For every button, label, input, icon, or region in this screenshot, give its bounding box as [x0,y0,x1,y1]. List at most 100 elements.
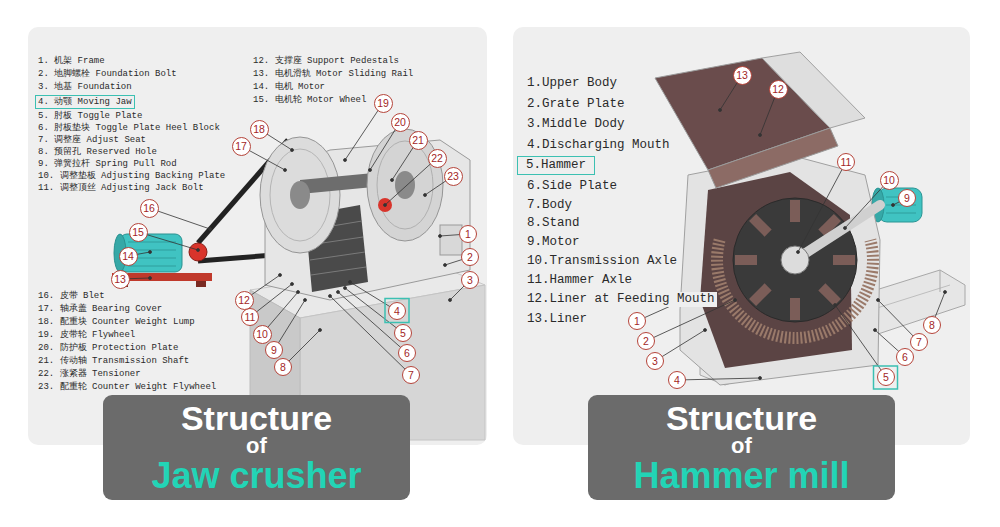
callout-circle: 12 [235,291,254,310]
flywheel [377,141,433,229]
callout-number: 10 [883,175,895,186]
part-list-item: 16. 皮带 Blet [38,291,105,301]
leader-line [444,264,447,267]
callout-circle: 1 [628,312,646,330]
motor [886,213,916,214]
callout-number: 12 [238,295,250,306]
title-plate: StructureofHammer mill [588,395,895,500]
hopper [655,52,865,188]
part-list-item: 10.Transmission Axle [525,254,679,269]
stand-frame [940,270,941,292]
callout-number: 5 [883,372,889,383]
highlight-box: 4. 动颚 Moving Jaw [35,95,135,109]
leader-line [329,295,332,298]
rotor [818,283,841,306]
rotor [733,198,880,322]
callout-circle: 20 [391,113,410,132]
callout-number: 15 [132,227,144,238]
hopper [762,52,865,128]
callout-number: 17 [235,141,247,152]
leader-line [384,204,387,207]
title-text: Jaw crusher [151,458,361,495]
part-list-item: 11. 调整顶丝 Adjusting Jack Bolt [38,183,204,193]
motor-wheel [189,243,207,261]
panel-background [513,27,970,445]
callout-number: 2 [467,252,473,263]
flywheel [270,149,330,241]
part-list-item: 13. 电机滑轨 Motor Sliding Rail [253,69,413,79]
callout-number: 13 [114,274,126,285]
part-list-item: 12.Liner at Feeding Mouth [525,292,717,307]
title-text: Hammer mill [633,458,849,495]
part-list-item: 19. 皮带轮 Flywheel [38,330,135,340]
callout-circle: 13 [733,66,752,85]
rotor [735,255,757,265]
leader-line [344,159,347,162]
callout-number: 1 [465,229,471,240]
rotor [749,214,772,237]
callout-circle: 11 [837,153,855,171]
hopper [708,128,838,188]
callout-number: 1 [634,316,640,327]
callout-number: 11 [245,312,256,323]
callout-circle: 21 [409,131,428,150]
callout-number: 3 [467,275,473,286]
panel-background [28,27,487,445]
leader-line [844,227,847,230]
motor [128,266,176,267]
callout-circle: 9 [265,341,283,359]
callout-number: 5 [400,328,406,339]
leader-line [797,251,800,254]
part-list-item: 8.Stand [525,216,582,231]
leader-line [759,377,762,380]
leader-line [284,169,287,172]
part-list-item: 6. 肘板垫块 Toggle Plate Heel Block [38,123,220,133]
part-list-item: 17. 轴承盖 Bearing Cover [38,304,162,314]
flywheel [395,171,415,199]
part-list-item: 3. 地基 Foundation [38,82,132,92]
callout-circle: 2 [461,248,479,266]
callout-circle: 6 [896,348,914,366]
flywheel [260,129,443,253]
part-list-item: 15. 电机轮 Motor Wheel [253,95,366,105]
panel-background [28,27,970,445]
leader-line [344,287,347,290]
part-list-item: 18. 配重块 Counter Weight Lump [38,317,195,327]
callout-circle: 7 [910,333,928,351]
part-list-item: 8. 预留孔 Reserved Hole [38,147,157,157]
callout-circle: 18 [250,120,269,139]
callout-number: 9 [904,193,910,204]
leader-line [337,291,340,294]
callout-circle: 17 [232,137,251,156]
part-list-item: 4.Discharging Mouth [525,138,672,153]
callout-circle: 8 [923,316,941,334]
rotor [833,255,855,265]
callout-number: 21 [412,135,424,146]
leader-line [120,103,470,375]
callout-circle: 8 [274,358,292,376]
part-list-item: 14. 电机 Motor [253,82,325,92]
part-list-item: 1.Upper Body [525,76,619,91]
leader-line [304,299,307,302]
leader-line [449,299,452,302]
leader-line [197,249,200,252]
callout-number: 7 [916,337,922,348]
callout-circle: 13 [111,270,130,289]
crusher-frame [440,225,462,255]
callout-circle: 6 [398,344,416,362]
callout-circle: 16 [140,199,159,218]
rotor [749,283,772,306]
callout-number: 6 [902,352,908,363]
leader-line [637,75,947,380]
crusher-frame [311,267,366,275]
leader-line [874,329,877,332]
callout-circle: 9 [898,189,916,207]
callout-circle: 15 [129,223,148,242]
rotor [790,200,800,222]
part-list-item: 5. 肘板 Toggle Plate [38,111,142,121]
title-plate: StructureofJaw crusher [103,395,410,500]
leader-line [291,149,294,152]
callout-circle: 23 [444,167,463,186]
part-list-item: 12. 支撑座 Support Pedestals [253,56,399,66]
